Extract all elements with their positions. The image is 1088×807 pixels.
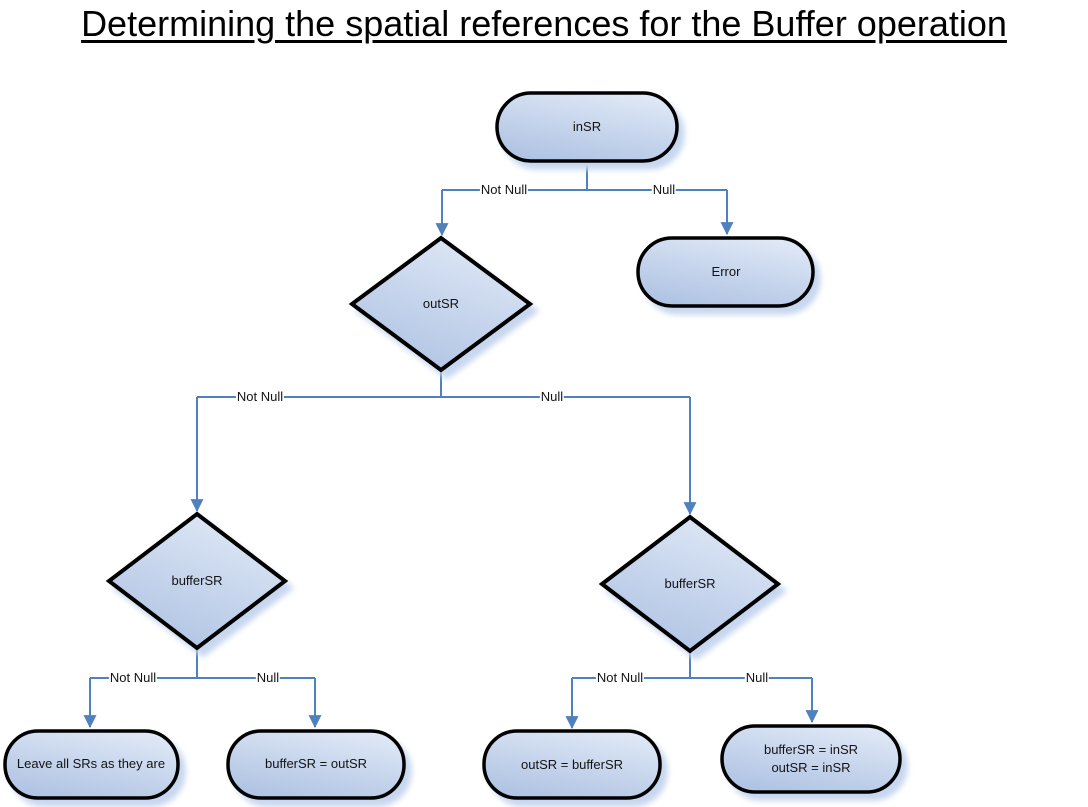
edge-label-insr-null: Null [651, 181, 677, 198]
node-shape-insr [495, 91, 679, 163]
edge-label-outsr-null: Null [539, 388, 565, 405]
node-shape-error [636, 236, 815, 308]
node-shape-buffersr-eq-outsr [226, 729, 406, 800]
edge-label-bufright-notnull: Not Null [595, 669, 645, 686]
node-shape-buffersr-right [598, 514, 782, 654]
node-shape-outsr-eq-buffersr [482, 729, 662, 800]
edge-label-bufleft-null: Null [255, 669, 281, 686]
edge-label-insr-notnull: Not Null [479, 181, 529, 198]
node-shape-outsr [348, 235, 534, 373]
edge-label-bufleft-notnull: Not Null [108, 669, 158, 686]
edge-label-bufright-null: Null [744, 669, 770, 686]
edge-label-outsr-notnull: Not Null [235, 388, 285, 405]
node-shape-leave-all [3, 729, 180, 800]
node-shape-buffersr-eq-insr [720, 724, 902, 794]
node-shape-buffersr-left [105, 511, 289, 651]
page-title: Determining the spatial references for t… [81, 3, 1007, 44]
